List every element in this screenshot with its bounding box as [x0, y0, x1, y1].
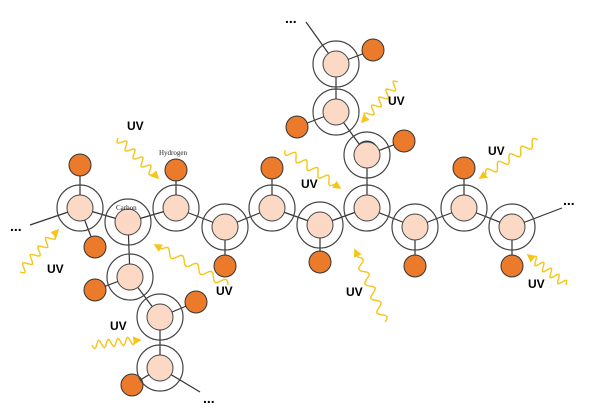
hydrogen-atom — [403, 254, 427, 278]
carbon-atom — [162, 194, 190, 222]
carbon-ring — [106, 253, 154, 301]
carbon-label: Carbon — [116, 204, 137, 212]
hydrogen-atom — [392, 129, 416, 153]
hydrogen-atom — [285, 115, 309, 139]
carbon-ring — [343, 184, 391, 232]
uv-label: UV — [110, 319, 127, 333]
carbon-ring — [152, 184, 200, 232]
carbon-ring — [440, 184, 488, 232]
carbon-atom — [146, 354, 174, 382]
hydrogen-atom — [184, 290, 208, 314]
carbon-atom — [211, 213, 239, 241]
carbon-atom — [450, 194, 478, 222]
carbon-ring — [248, 184, 296, 232]
uv-label: UV — [346, 285, 363, 299]
hydrogen-atoms-layer — [68, 38, 524, 397]
carbon-atom — [66, 194, 94, 222]
hydrogen-atom — [452, 156, 476, 180]
carbon-ring — [104, 198, 152, 246]
hydrogen-atom — [260, 156, 284, 180]
carbon-atom — [116, 263, 144, 291]
uv-wave-arrow — [353, 248, 388, 323]
hydrogen-atom — [361, 38, 385, 62]
hydrogen-atom — [68, 153, 92, 177]
hydrogen-atom — [213, 254, 237, 278]
uv-label: UV — [301, 177, 318, 191]
hydrogen-atom — [500, 254, 524, 278]
hydrogen-label: Hydrogen — [159, 149, 187, 157]
carbon-atom — [322, 98, 350, 126]
uv-wave-arrow — [284, 149, 342, 189]
uv-waves-layer — [19, 80, 568, 350]
carbon-ring — [391, 203, 439, 251]
carbon-ring — [312, 40, 360, 88]
uv-label: UV — [528, 277, 545, 291]
carbon-atom — [146, 303, 174, 331]
carbon-atom — [114, 208, 142, 236]
carbon-ring — [488, 203, 536, 251]
hydrogen-atom — [83, 235, 107, 259]
carbon-atom — [306, 211, 334, 239]
carbon-atom — [258, 194, 286, 222]
uv-label: UV — [127, 119, 144, 133]
carbon-atoms-layer — [56, 40, 536, 392]
ellipsis-bottom: ... — [203, 390, 215, 406]
ellipsis-top: ... — [285, 10, 297, 26]
carbon-atom — [322, 50, 350, 78]
hydrogen-atom — [83, 278, 107, 302]
uv-wave-arrow — [19, 228, 60, 274]
ellipsis-left: ... — [10, 218, 22, 234]
carbon-ring — [296, 201, 344, 249]
uv-label: UV — [388, 94, 405, 108]
carbon-atom — [353, 194, 381, 222]
uv-wave-arrow — [526, 253, 568, 286]
hydrogen-atom — [120, 373, 144, 397]
carbon-ring — [312, 88, 360, 136]
carbon-ring — [201, 203, 249, 251]
carbon-ring — [56, 184, 104, 232]
carbon-atom — [498, 213, 526, 241]
hydrogen-atom — [164, 158, 188, 182]
carbon-atom — [401, 213, 429, 241]
uv-label: UV — [488, 144, 505, 158]
hydrogen-atom — [308, 250, 332, 274]
uv-label: UV — [47, 262, 64, 276]
uv-wave-arrow — [478, 137, 539, 179]
carbon-ring — [136, 293, 184, 341]
uv-wave-arrow — [91, 336, 142, 350]
uv-label: UV — [216, 284, 233, 298]
uv-wave-arrow — [153, 244, 229, 286]
ellipsis-right: ... — [563, 192, 575, 208]
carbon-ring — [136, 344, 184, 392]
uv-wave-arrow — [116, 137, 160, 180]
carbon-atom — [353, 141, 381, 169]
uv-wave-arrow — [360, 80, 399, 124]
carbon-ring — [343, 131, 391, 179]
